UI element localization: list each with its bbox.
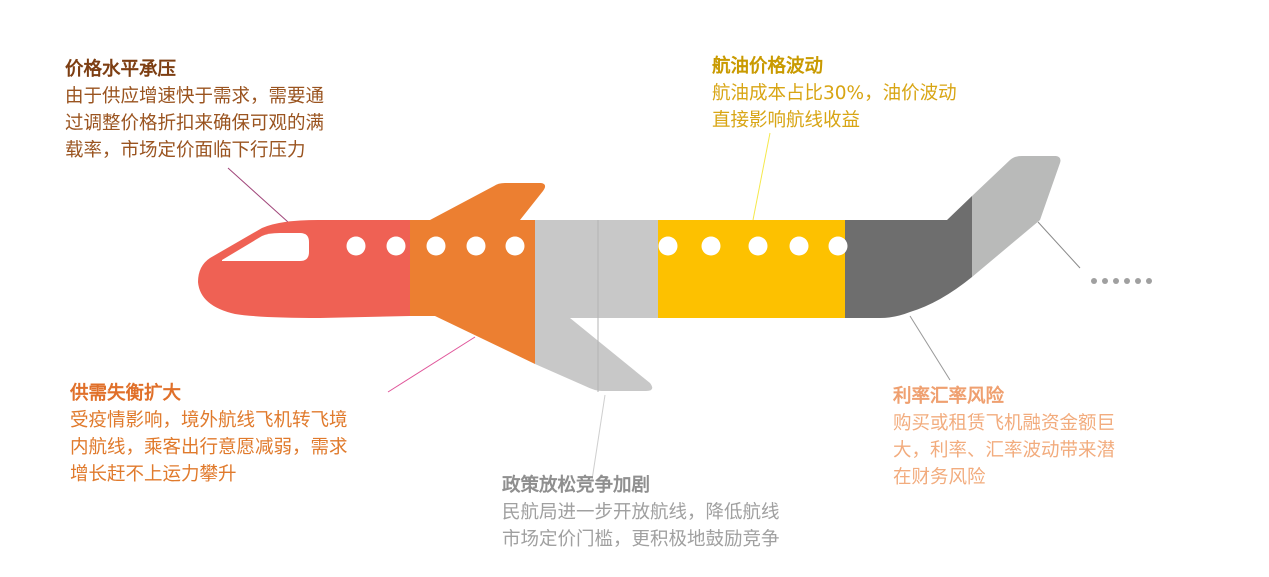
window-icon [789, 236, 809, 256]
tail-fin [972, 156, 1061, 277]
note-line: 载率，市场定价面临下行压力 [65, 140, 306, 161]
note-line: 在财务风险 [893, 467, 986, 488]
note-line: 直接影响航线收益 [712, 110, 861, 131]
window-icon [658, 236, 678, 256]
note-rate-risk: 利率汇率风险 购买或租赁飞机融资金额巨 大，利率、汇率波动带来潜 在财务风险 [893, 383, 1115, 491]
note-line: 过调整价格折扣来确保可观的满 [65, 113, 325, 134]
leader-line-rate [909, 315, 951, 381]
window-icon [505, 236, 525, 256]
note-line: 购买或租赁飞机融资金额巨 [893, 413, 1116, 434]
note-title: 供需失衡扩大 [70, 383, 182, 404]
note-line: 市场定价门槛，更积极地鼓励竞争 [502, 529, 780, 550]
leader-line-price [227, 167, 289, 223]
window-icon [386, 236, 406, 256]
window-icon [828, 236, 848, 256]
fuel-section [658, 220, 845, 318]
leader-line-more [1037, 221, 1081, 269]
leader-line-policy [591, 394, 606, 481]
window-icon [426, 236, 446, 256]
ellipsis-dot [1113, 278, 1119, 284]
ellipsis-dot [1146, 278, 1152, 284]
note-supply-demand: 供需失衡扩大 受疫情影响，境外航线飞机转飞境 内航线，乘客出行意愿减弱，需求 增… [70, 380, 348, 488]
note-policy-competition: 政策放松竞争加剧 民航局进一步开放航线，降低航线 市场定价门槛，更积极地鼓励竞争 [502, 472, 780, 553]
note-line: 受疫情影响，境外航线飞机转飞境 [70, 410, 348, 431]
ellipsis-dot [1124, 278, 1130, 284]
note-line: 民航局进一步开放航线，降低航线 [502, 502, 780, 523]
note-title: 价格水平承压 [65, 59, 177, 80]
window-icon [346, 236, 366, 256]
note-title: 政策放松竞争加剧 [502, 475, 651, 496]
note-fuel-price: 航油价格波动 航油成本占比30%，油价波动 直接影响航线收益 [712, 53, 957, 134]
note-title: 利率汇率风险 [893, 386, 1005, 407]
note-line: 航油成本占比30%，油价波动 [712, 83, 957, 104]
note-line: 内航线，乘客出行意愿减弱，需求 [70, 437, 348, 458]
mid-section [535, 220, 658, 391]
note-line: 增长赶不上运力攀升 [70, 464, 237, 485]
window-icon [748, 236, 768, 256]
note-line: 由于供应增速快于需求，需要通 [65, 86, 325, 107]
leader-line-fuel [752, 132, 771, 221]
ellipsis-dot [1102, 278, 1108, 284]
ellipsis-dot [1135, 278, 1141, 284]
window-row [346, 236, 848, 256]
rear-section [845, 196, 972, 318]
ellipsis-dot [1091, 278, 1097, 284]
windshield [222, 233, 309, 261]
front-wing-section [410, 183, 546, 364]
window-icon [701, 236, 721, 256]
note-price-pressure: 价格水平承压 由于供应增速快于需求，需要通 过调整价格折扣来确保可观的满 载率，… [65, 56, 324, 164]
leader-line-supply [387, 336, 476, 393]
note-line: 大，利率、汇率波动带来潜 [893, 440, 1116, 461]
note-title: 航油价格波动 [712, 56, 824, 77]
window-icon [466, 236, 486, 256]
leader-lines [227, 132, 1081, 481]
more-dots [1091, 278, 1152, 284]
